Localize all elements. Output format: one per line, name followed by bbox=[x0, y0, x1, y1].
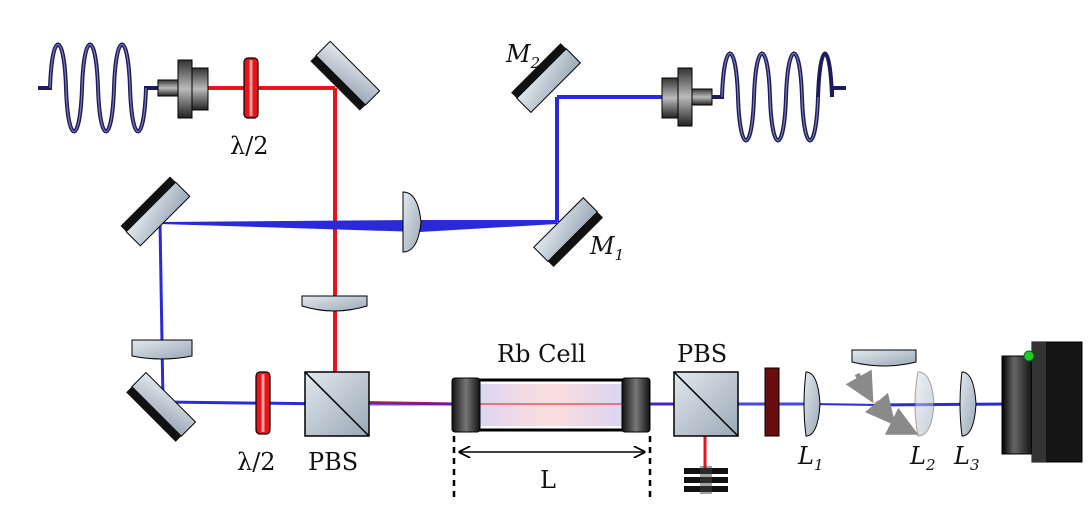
pbs-left-label: PBS bbox=[308, 448, 358, 476]
fiber-coil-left bbox=[38, 42, 160, 134]
lens-left-blue bbox=[131, 339, 193, 360]
lens-upper-blue bbox=[402, 191, 422, 253]
lens-l2-label: L2 bbox=[909, 442, 935, 474]
lens-l3-label: L3 bbox=[953, 442, 979, 474]
cell-length-label: L bbox=[540, 466, 556, 494]
fiber-coupler-left bbox=[157, 59, 209, 119]
half-wave-plate-top bbox=[243, 57, 259, 119]
flip-lens bbox=[851, 349, 917, 367]
rb-cell bbox=[451, 377, 651, 433]
fiber-coil-right bbox=[712, 51, 846, 143]
cell-length-indicator bbox=[452, 436, 652, 500]
pbs-left bbox=[304, 371, 370, 437]
camera bbox=[1001, 341, 1083, 463]
mirror-upper-left bbox=[120, 176, 191, 247]
pbs-right-label: PBS bbox=[677, 340, 727, 368]
lens-l3 bbox=[959, 371, 977, 437]
flip-arrows bbox=[845, 369, 919, 435]
mirror-m2-label: M2 bbox=[505, 40, 540, 72]
rb-cell-label: Rb Cell bbox=[497, 340, 586, 368]
pbs-right bbox=[673, 371, 739, 437]
lens-l1-label: L1 bbox=[797, 442, 823, 474]
mirror-m1-label: M1 bbox=[589, 232, 624, 264]
lens-l2 bbox=[914, 371, 935, 437]
lens-l1 bbox=[803, 371, 821, 437]
half-wave-label-bottom: λ/2 bbox=[237, 448, 276, 476]
filter bbox=[764, 367, 780, 437]
mirror-top-center bbox=[310, 40, 381, 111]
lens-red-vertical bbox=[301, 295, 368, 312]
fiber-coupler-right bbox=[661, 67, 713, 127]
mirror-m1 bbox=[533, 197, 604, 268]
mirror-m2 bbox=[511, 43, 582, 114]
half-wave-label-top: λ/2 bbox=[230, 132, 269, 160]
beam-dump bbox=[684, 466, 728, 494]
half-wave-plate-bottom bbox=[255, 371, 271, 435]
mirror-lower-left bbox=[126, 371, 197, 442]
